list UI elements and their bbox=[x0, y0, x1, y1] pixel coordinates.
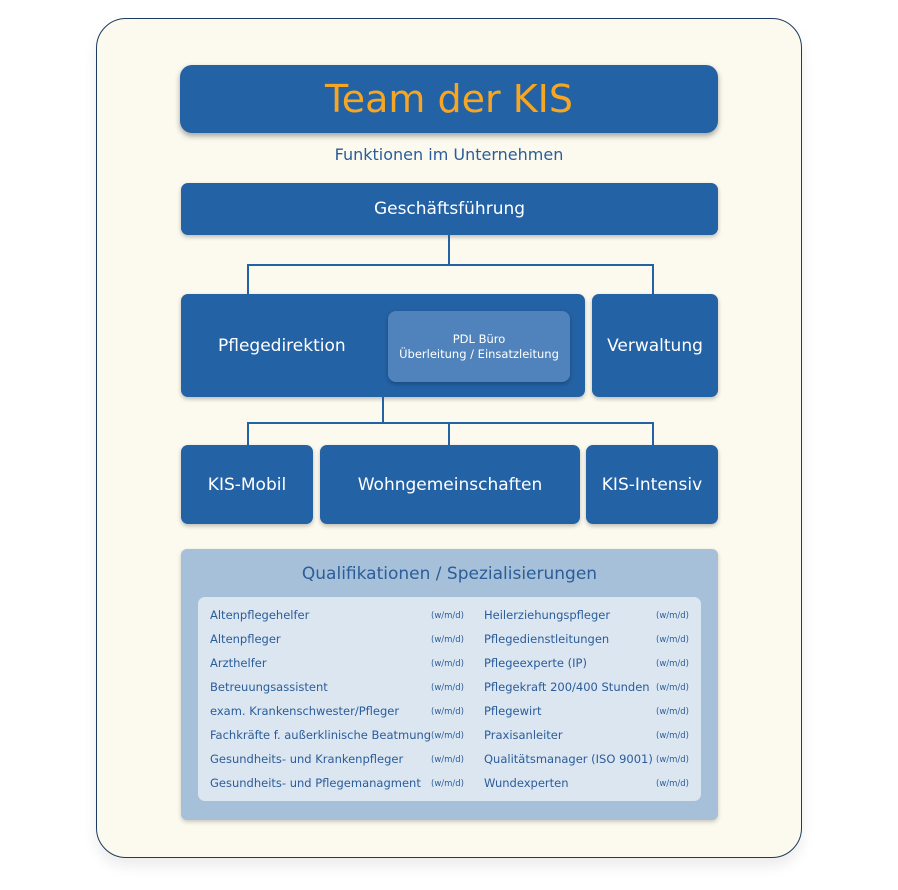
qualification-item: Altenpflegehelfer bbox=[210, 608, 310, 622]
qualification-item: Wundexperten bbox=[484, 776, 569, 790]
box-administration: Verwaltung bbox=[592, 294, 718, 397]
gender-suffix: (w/m/d) bbox=[431, 707, 464, 717]
gender-suffix: (w/m/d) bbox=[431, 659, 464, 669]
gender-suffix: (w/m/d) bbox=[431, 635, 464, 645]
box-management: Geschäftsführung bbox=[181, 183, 718, 235]
connector bbox=[247, 264, 654, 266]
gender-suffix: (w/m/d) bbox=[656, 659, 689, 669]
gender-suffix: (w/m/d) bbox=[431, 683, 464, 693]
connector bbox=[652, 264, 654, 294]
qualification-item: Gesundheits- und Pflegemanagment bbox=[210, 776, 421, 790]
connector bbox=[247, 422, 654, 424]
connector bbox=[247, 264, 249, 294]
qualification-item: Gesundheits- und Krankenpfleger bbox=[210, 752, 404, 766]
qualifications-list bbox=[198, 597, 701, 801]
page-title: Team der KIS bbox=[180, 65, 718, 133]
qualification-item: Pflegeexperte (IP) bbox=[484, 656, 587, 670]
box-kis-intensiv: KIS-Intensiv bbox=[586, 445, 718, 524]
gender-suffix: (w/m/d) bbox=[656, 731, 689, 741]
connector bbox=[247, 422, 249, 445]
qualification-item: Altenpfleger bbox=[210, 632, 281, 646]
qualification-item: Betreuungsassistent bbox=[210, 680, 328, 694]
gender-suffix: (w/m/d) bbox=[431, 779, 464, 789]
pdl-office-line1: PDL Büro bbox=[452, 331, 506, 346]
qualifications-title: Qualifikationen / Spezialisierungen bbox=[301, 564, 598, 584]
gender-suffix: (w/m/d) bbox=[431, 731, 464, 741]
qualification-item: Arzthelfer bbox=[210, 656, 267, 670]
connector bbox=[448, 235, 450, 266]
nursing-direction-label: Pflegedirektion bbox=[218, 335, 346, 356]
gender-suffix: (w/m/d) bbox=[431, 755, 464, 765]
qualification-item: Qualitätsmanager (ISO 9001) bbox=[484, 752, 653, 766]
gender-suffix: (w/m/d) bbox=[656, 635, 689, 645]
gender-suffix: (w/m/d) bbox=[431, 611, 464, 621]
qualification-item: Pflegewirt bbox=[484, 704, 542, 718]
box-kis-mobil: KIS-Mobil bbox=[181, 445, 313, 524]
gender-suffix: (w/m/d) bbox=[656, 611, 689, 621]
qualification-item: exam. Krankenschwester/Pfleger bbox=[210, 704, 400, 718]
connector bbox=[382, 397, 384, 424]
gender-suffix: (w/m/d) bbox=[656, 683, 689, 693]
connector bbox=[448, 422, 450, 445]
qualification-item: Pflegekraft 200/400 Stunden bbox=[484, 680, 650, 694]
gender-suffix: (w/m/d) bbox=[656, 779, 689, 789]
gender-suffix: (w/m/d) bbox=[656, 755, 689, 765]
gender-suffix: (w/m/d) bbox=[656, 707, 689, 717]
subtitle: Funktionen im Unternehmen bbox=[334, 145, 564, 164]
box-pdl-office: PDL Büro Überleitung / Einsatzleitung bbox=[388, 311, 570, 382]
qualification-item: Praxisanleiter bbox=[484, 728, 563, 742]
pdl-office-line2: Überleitung / Einsatzleitung bbox=[399, 346, 559, 361]
qualification-item: Fachkräfte f. außerklinische Beatmung bbox=[210, 728, 432, 742]
qualification-item: Pflegedienstleitungen bbox=[484, 632, 610, 646]
qualification-item: Heilerziehungspfleger bbox=[484, 608, 611, 622]
connector bbox=[652, 422, 654, 445]
box-wohngemeinschaften: Wohngemeinschaften bbox=[320, 445, 580, 524]
